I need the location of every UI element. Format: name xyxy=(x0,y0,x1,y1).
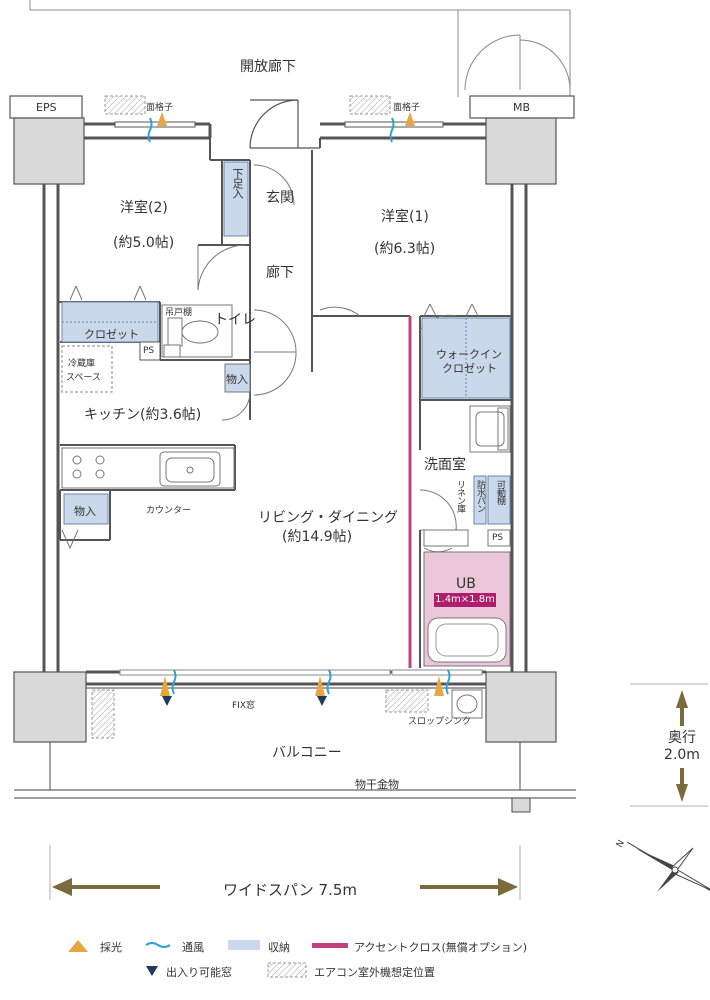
storage-areas xyxy=(61,161,511,525)
hanging-shelf-label: 吊戸棚 xyxy=(165,308,193,318)
grille-label-east: 面格子 xyxy=(393,103,421,113)
grille-label-west: 面格子 xyxy=(146,103,174,113)
balcony-windows xyxy=(119,669,483,676)
depth-arrow xyxy=(630,683,708,807)
washroom-label: 洗面室 xyxy=(424,457,466,473)
linen-cabinet-label: リネン庫 xyxy=(455,480,465,512)
slop-sink xyxy=(451,689,483,719)
ac-outdoor-units xyxy=(91,689,429,739)
fridge-label-1: 冷蔵庫 xyxy=(68,359,96,369)
unit-bath-size: 1.4m×1.8m xyxy=(434,593,496,607)
entrance-door xyxy=(249,99,320,149)
legend-storage: 収納 xyxy=(268,941,290,954)
legend-shapes xyxy=(68,940,348,978)
kitchen-counter xyxy=(61,447,235,550)
clothes-hanger-label: 物干金物 xyxy=(355,778,399,791)
wide-span-arrow xyxy=(49,845,521,900)
west-room-name: 洋室(2) xyxy=(120,200,168,216)
living-dining-name: リビング・ダイニング xyxy=(258,510,398,526)
waterproof-pan-label: 防水パン xyxy=(475,480,485,512)
ventilation-arrows xyxy=(147,117,451,695)
movable-shelf-label: 可動棚 xyxy=(495,480,505,504)
accessible-window-markers xyxy=(162,696,327,706)
closet-label: クロゼット xyxy=(84,328,139,341)
entrance-label: 玄関 xyxy=(266,190,294,206)
closet-rods xyxy=(62,318,467,398)
toilet-fixture xyxy=(161,304,251,393)
compass-icon: N xyxy=(615,839,710,892)
counter-label: カウンター xyxy=(146,506,192,516)
mb-label: MB xyxy=(513,101,531,114)
ps-label-wash: PS xyxy=(492,533,504,543)
unit-bath-label: UB xyxy=(456,576,476,592)
corridor-label: 開放廊下 xyxy=(240,59,296,75)
grille-boxes xyxy=(104,95,391,115)
wic-label-2: クロゼット xyxy=(442,362,497,375)
corridor-boundary xyxy=(29,0,571,98)
columns xyxy=(13,117,557,743)
storage-label-toilet: 物入 xyxy=(226,373,248,386)
light-arrows xyxy=(157,112,444,696)
svg-text:N: N xyxy=(615,839,627,850)
kitchen-label: キッチン(約3.6帖) xyxy=(84,407,202,423)
fix-window-label: FIX窓 xyxy=(232,701,255,711)
unit-bath xyxy=(423,551,511,667)
legend-ac-outdoor: エアコン室外機想定位置 xyxy=(314,966,435,979)
washroom-fixtures xyxy=(423,405,511,547)
fridge-space xyxy=(61,345,113,393)
fridge-label-2: スペース xyxy=(66,373,101,383)
depth-title: 奥行 xyxy=(668,730,696,746)
shoe-box-label: 下足入 xyxy=(231,168,244,198)
balcony-outline xyxy=(14,687,576,813)
toilet-label: トイレ xyxy=(214,312,256,328)
depth-label: 奥行 2.0m xyxy=(658,730,706,764)
east-room-area: (約6.3帖) xyxy=(374,241,436,257)
slop-sink-label: スロップシンク xyxy=(408,717,472,727)
depth-value: 2.0m xyxy=(664,747,700,763)
wide-span-label: ワイドスパン 7.5m xyxy=(160,879,420,900)
storage-label-kitchen: 物入 xyxy=(74,505,96,518)
balcony-label: バルコニー xyxy=(272,745,342,761)
living-dining-area: (約14.9帖) xyxy=(282,529,353,545)
eps-label: EPS xyxy=(36,101,57,114)
legend-ventilation: 通風 xyxy=(182,941,204,954)
hallway-label: 廊下 xyxy=(266,265,294,281)
legend-access-window: 出入り可能窓 xyxy=(166,966,232,979)
ps-label-kitchen: PS xyxy=(143,346,155,356)
west-room-area: (約5.0帖) xyxy=(113,235,175,251)
legend-accent-cloth: アクセントクロス(無償オプション) xyxy=(354,941,528,954)
wic-label-1: ウォークイン xyxy=(436,348,502,361)
east-room-name: 洋室(1) xyxy=(381,209,429,225)
legend-light: 採光 xyxy=(100,941,122,954)
ps-box-kitchen xyxy=(139,341,161,361)
